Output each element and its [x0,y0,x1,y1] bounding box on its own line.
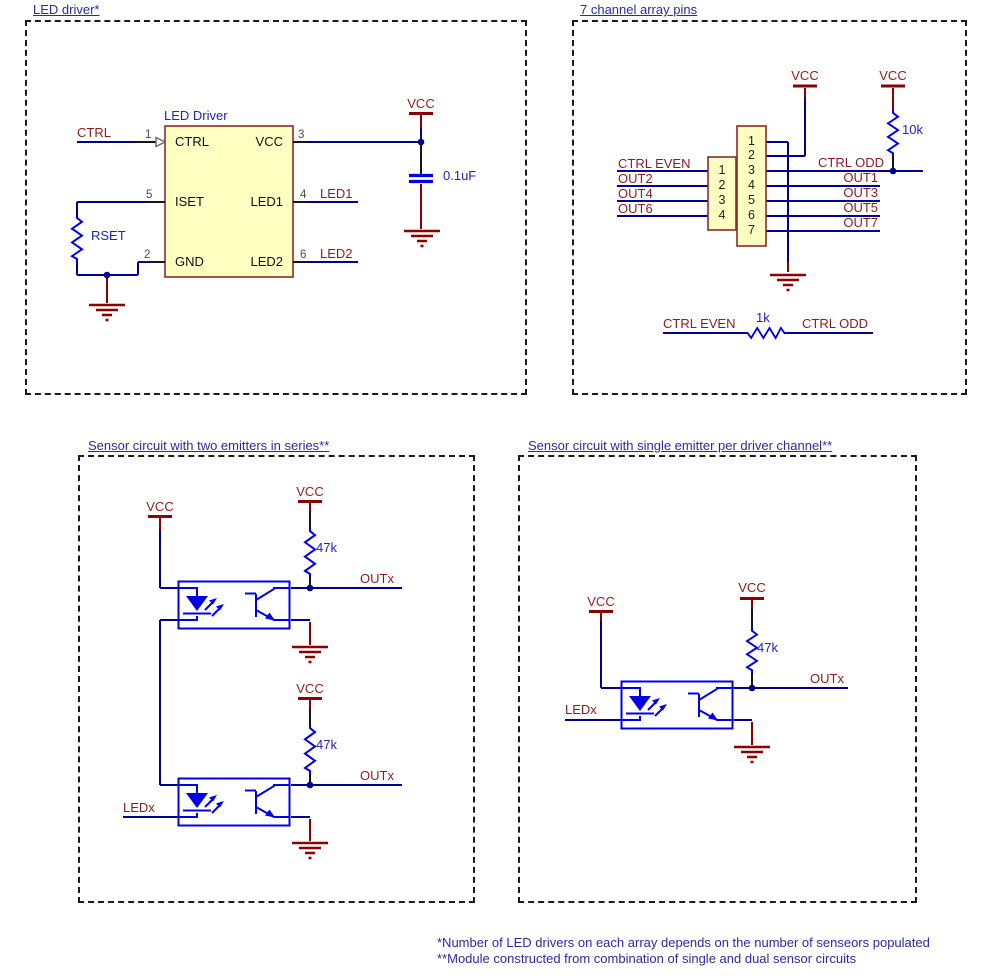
connector-pin-number: 3 [718,193,726,207]
net-label-ctrl-odd: CTRL ODD [818,155,884,170]
vcc-label: VCC [738,580,766,595]
array-pins-section-box [572,20,967,395]
resistor-value-47k: 47k [316,540,337,555]
vcc-label: VCC [791,68,819,83]
net-label-outx: OUTx [360,768,394,783]
pin-number: 3 [298,129,305,141]
net-label-ctrl: CTRL [77,125,111,140]
connector-pin-number: 7 [748,223,755,237]
vcc-label: VCC [587,594,615,609]
led-driver-section-box [25,20,527,395]
ic-pin-label-vcc: VCC [255,134,283,149]
ic-pin-label-led2: LED2 [250,254,283,269]
connector-pin-number: 6 [748,208,755,222]
connector-pin-number: 1 [718,163,726,177]
net-label-ledx: LEDx [565,702,597,717]
pin-number: 5 [146,189,153,201]
resistor-value-1k: 1k [756,310,770,325]
footnote-2: **Module constructed from combination of… [437,951,857,966]
net-label-outx: OUTx [810,671,844,686]
pin-number: 2 [144,249,151,261]
vcc-label: VCC [296,484,324,499]
section-title-dual-sensor: Sensor circuit with two emitters in seri… [88,438,330,453]
connector-pin-number: 5 [748,193,755,207]
rset-label: RSET [91,228,126,243]
net-label-out6: OUT6 [618,201,653,216]
single-sensor-section-box [518,455,917,903]
net-label-ctrl-even: CTRL EVEN [618,156,691,171]
cap-value-label: 0.1uF [443,168,477,183]
net-label-out2: OUT2 [618,171,653,186]
ic-pin-label-iset: ISET [175,194,204,209]
section-title-led-driver: LED driver* [33,2,100,17]
pin-number: 4 [300,189,307,201]
resistor-value-10k: 10k [902,122,923,137]
ic-pin-label-led1: LED1 [250,194,283,209]
section-title-array-pins: 7 channel array pins [580,2,698,17]
net-label-led2: LED2 [320,246,353,261]
connector-pin-number: 2 [748,148,755,162]
dual-sensor-section-box [78,455,475,903]
connector-pin-number: 4 [748,178,755,192]
vcc-label: VCC [146,499,174,514]
net-label-out3: OUT3 [843,185,878,200]
bridge-label-ctrl-odd: CTRL ODD [802,316,868,331]
net-label-outx: OUTx [360,571,394,586]
net-label-out4: OUT4 [618,186,653,201]
net-label-out7: OUT7 [843,215,878,230]
net-label-out1: OUT1 [843,170,878,185]
connector-pin-number: 2 [718,178,726,192]
connector-pin-number: 3 [748,163,755,177]
bridge-label-ctrl-even: CTRL EVEN [663,316,736,331]
resistor-value-47k: 47k [316,737,337,752]
ic-pin-label-gnd: GND [175,254,204,269]
net-label-led1: LED1 [320,186,353,201]
connector-pin-number: 4 [718,208,726,222]
pin-number: 6 [300,249,307,261]
vcc-label: VCC [879,68,907,83]
footnote-1: *Number of LED drivers on each array dep… [437,935,930,950]
vcc-label: VCC [296,681,324,696]
net-label-out5: OUT5 [843,200,878,215]
net-label-ledx: LEDx [123,800,155,815]
pin-number: 1 [145,129,152,141]
section-title-single-sensor: Sensor circuit with single emitter per d… [528,438,833,453]
resistor-value-47k: 47k [757,640,778,655]
ic-name-label: LED Driver [164,108,228,123]
vcc-label: VCC [407,96,435,111]
ic-pin-label-ctrl: CTRL [175,134,209,149]
connector-pin-number: 1 [748,134,755,148]
